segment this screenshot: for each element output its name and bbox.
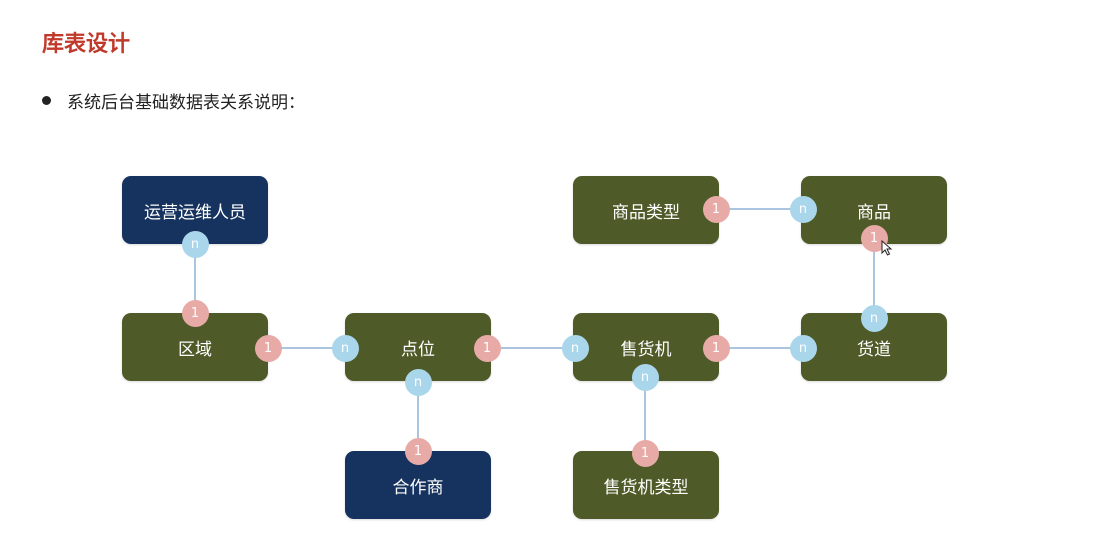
- marker-n-channel-top: n: [860, 304, 888, 332]
- marker-1-region-top: 1: [181, 299, 209, 327]
- bullet-dot-icon: [42, 96, 51, 105]
- marker-1-machine-right: 1: [702, 334, 730, 362]
- marker-1-product-type-right: 1: [702, 195, 730, 223]
- marker-n-channel-left: n: [789, 334, 817, 362]
- entity-product-label: 商品: [857, 202, 891, 223]
- entity-channel-label: 货道: [857, 339, 891, 360]
- entity-point-label: 点位: [401, 339, 435, 360]
- marker-n-ops-staff: n: [181, 230, 209, 258]
- intro-text: 系统后台基础数据表关系说明：: [67, 93, 305, 113]
- mouse-cursor-icon: [881, 240, 893, 256]
- entity-region-label: 区域: [178, 339, 212, 360]
- marker-n-point-left: n: [331, 334, 359, 362]
- marker-n-product-left: n: [789, 195, 817, 223]
- entity-product-type-label: 商品类型: [612, 202, 680, 223]
- entity-machine-type-label: 售货机类型: [603, 477, 689, 498]
- intro-bullet: 系统后台基础数据表关系说明：: [42, 88, 305, 113]
- entity-product-type: 商品类型: [573, 176, 719, 244]
- marker-n-machine-left: n: [561, 334, 589, 362]
- marker-1-region-right: 1: [254, 334, 282, 362]
- page-title: 库表设计: [42, 32, 131, 57]
- marker-n-machine-bottom: n: [631, 363, 659, 391]
- entity-partner-label: 合作商: [392, 477, 444, 498]
- marker-1-partner-top: 1: [404, 437, 432, 465]
- entity-ops-staff-label: 运营运维人员: [144, 202, 246, 223]
- marker-1-product-bottom: 1: [860, 224, 888, 252]
- marker-n-point-bottom: n: [404, 368, 432, 396]
- entity-vending-machine-label: 售货机: [620, 339, 672, 360]
- marker-1-point-right: 1: [473, 334, 501, 362]
- marker-1-machine-type-top: 1: [631, 439, 659, 467]
